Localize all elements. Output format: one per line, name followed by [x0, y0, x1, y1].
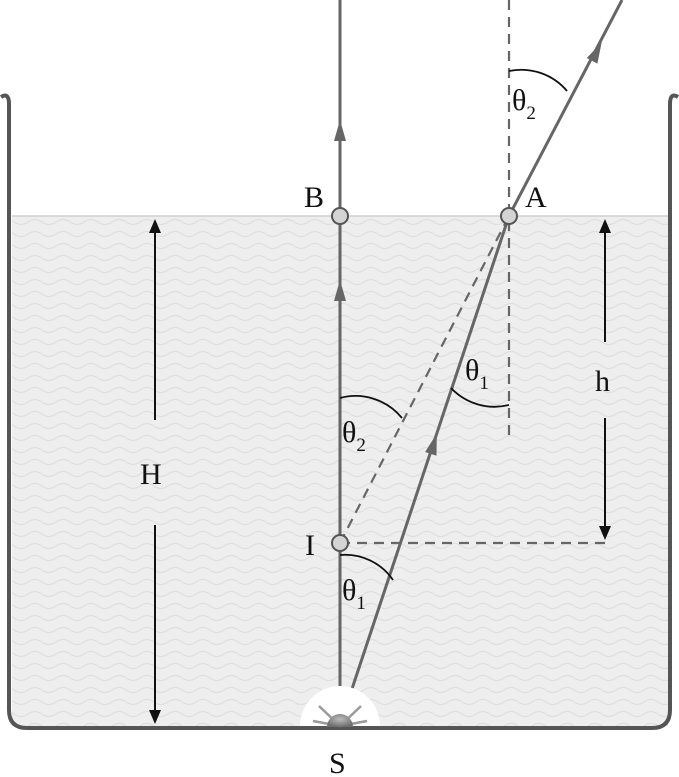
refracted-ray-in-air — [507, 0, 624, 217]
theta1-arc-source — [339, 553, 394, 581]
arrow-slanted-air — [586, 42, 602, 64]
label-h-total: H — [140, 458, 162, 491]
label-i: I — [305, 529, 315, 562]
theta2-label-image: θ2 — [342, 416, 366, 456]
label-h-apparent: h — [595, 365, 610, 398]
apparent-ray-dashed — [339, 215, 510, 544]
label-a: A — [525, 181, 547, 214]
dimension-h-total — [149, 219, 161, 724]
arrow-up-vertical-water — [334, 280, 346, 301]
theta1-label-source: θ1 — [342, 574, 366, 614]
arrow-up-vertical-air — [334, 120, 346, 141]
theta1-label-water: θ1 — [465, 354, 489, 394]
point-a-marker — [500, 207, 518, 225]
light-source-icon — [300, 686, 380, 728]
theta2-arc-image — [339, 395, 403, 419]
dimension-h-apparent — [599, 219, 611, 540]
container-outline — [0, 93, 679, 730]
label-b: B — [304, 181, 324, 214]
theta2-label-air: θ2 — [512, 84, 536, 124]
theta2-arc-air — [508, 68, 568, 92]
label-s: S — [329, 747, 346, 777]
point-b-marker — [331, 207, 349, 225]
theta1-arc-water — [450, 387, 510, 408]
point-i-marker — [331, 534, 349, 552]
arrow-slanted-water — [425, 433, 437, 456]
refracted-ray-in-water — [338, 215, 511, 726]
